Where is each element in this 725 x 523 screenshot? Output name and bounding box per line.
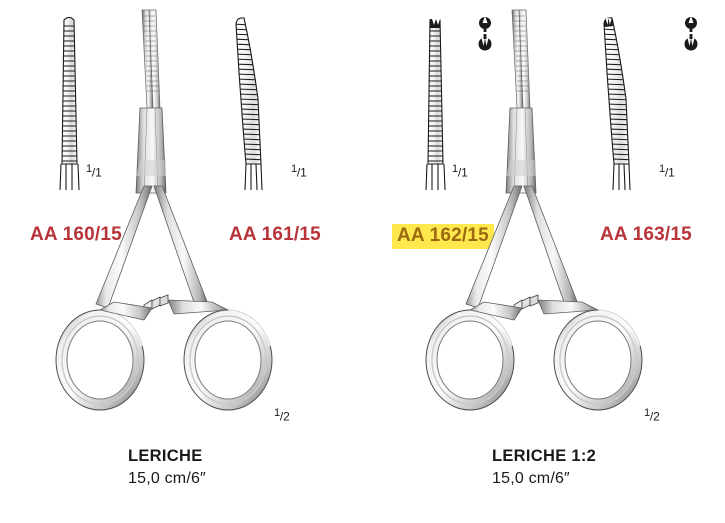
article-code-aa-162-15: AA 162/15 xyxy=(392,224,494,249)
finger-ring-right xyxy=(553,308,643,411)
caption-name: LERICHE xyxy=(128,447,203,465)
article-code-aa-160-15: AA 160/15 xyxy=(30,224,122,245)
scale-denominator: 1 xyxy=(461,165,468,180)
scale-denominator: 2 xyxy=(653,409,660,424)
scale-denominator: 1 xyxy=(95,165,102,180)
caption-size: 15,0 cm/6″ xyxy=(128,470,206,487)
single-tooth-glyph xyxy=(479,16,491,32)
scale-numerator: 1 xyxy=(86,163,92,175)
article-code-aa-161-15: AA 161/15 xyxy=(229,224,321,245)
scale-denominator: 1 xyxy=(668,165,675,180)
scale-slash: / xyxy=(296,165,301,180)
article-code-aa-163-15: AA 163/15 xyxy=(600,224,692,245)
scale-label-jaw-163: 1/1 xyxy=(659,163,675,180)
scale-slash: / xyxy=(664,165,669,180)
scale-denominator: 2 xyxy=(283,409,290,424)
caption-leriche-1-2: LERICHE 1:2 15,0 cm/6″ xyxy=(492,447,596,488)
double-tooth-glyph xyxy=(478,34,492,51)
jaw-detail-curved-161 xyxy=(235,17,263,191)
forceps-body-leriche-1-2 xyxy=(425,9,643,411)
teeth-detail-icon-162 xyxy=(478,16,492,51)
scale-numerator: 1 xyxy=(274,407,280,419)
caption-name: LERICHE 1:2 xyxy=(492,447,597,465)
jaw-detail-straight-toothed-162 xyxy=(425,19,446,191)
finger-ring-left xyxy=(55,308,145,411)
teeth-detail-icon-163 xyxy=(684,16,698,51)
scale-slash: / xyxy=(649,409,654,424)
scale-slash: / xyxy=(91,165,96,180)
jaw-detail-straight-160 xyxy=(59,16,80,191)
scale-numerator: 1 xyxy=(644,407,650,419)
scale-slash: / xyxy=(457,165,462,180)
ratchet-lock xyxy=(143,294,169,314)
scale-numerator: 1 xyxy=(659,163,665,175)
scale-label-body-leriche-1-2: 1/2 xyxy=(644,407,660,424)
caption-leriche: LERICHE 15,0 cm/6″ xyxy=(128,447,206,488)
single-tooth-glyph xyxy=(685,16,697,32)
scale-label-body-leriche: 1/2 xyxy=(274,407,290,424)
scale-denominator: 1 xyxy=(300,165,307,180)
jaw-detail-curved-toothed-163 xyxy=(603,17,631,191)
scale-slash: / xyxy=(279,409,284,424)
finger-ring-right xyxy=(183,308,273,411)
scale-label-jaw-161: 1/1 xyxy=(291,163,307,180)
scale-numerator: 1 xyxy=(452,163,458,175)
finger-ring-left xyxy=(425,308,515,411)
scale-numerator: 1 xyxy=(291,163,297,175)
forceps-body-leriche xyxy=(55,9,273,411)
scale-label-jaw-162: 1/1 xyxy=(452,163,468,180)
scale-label-jaw-160: 1/1 xyxy=(86,163,102,180)
double-tooth-glyph xyxy=(684,34,698,51)
caption-size: 15,0 cm/6″ xyxy=(492,470,570,487)
jaw-tip-teeth xyxy=(430,19,440,28)
jaw-tip-teeth xyxy=(603,17,613,27)
